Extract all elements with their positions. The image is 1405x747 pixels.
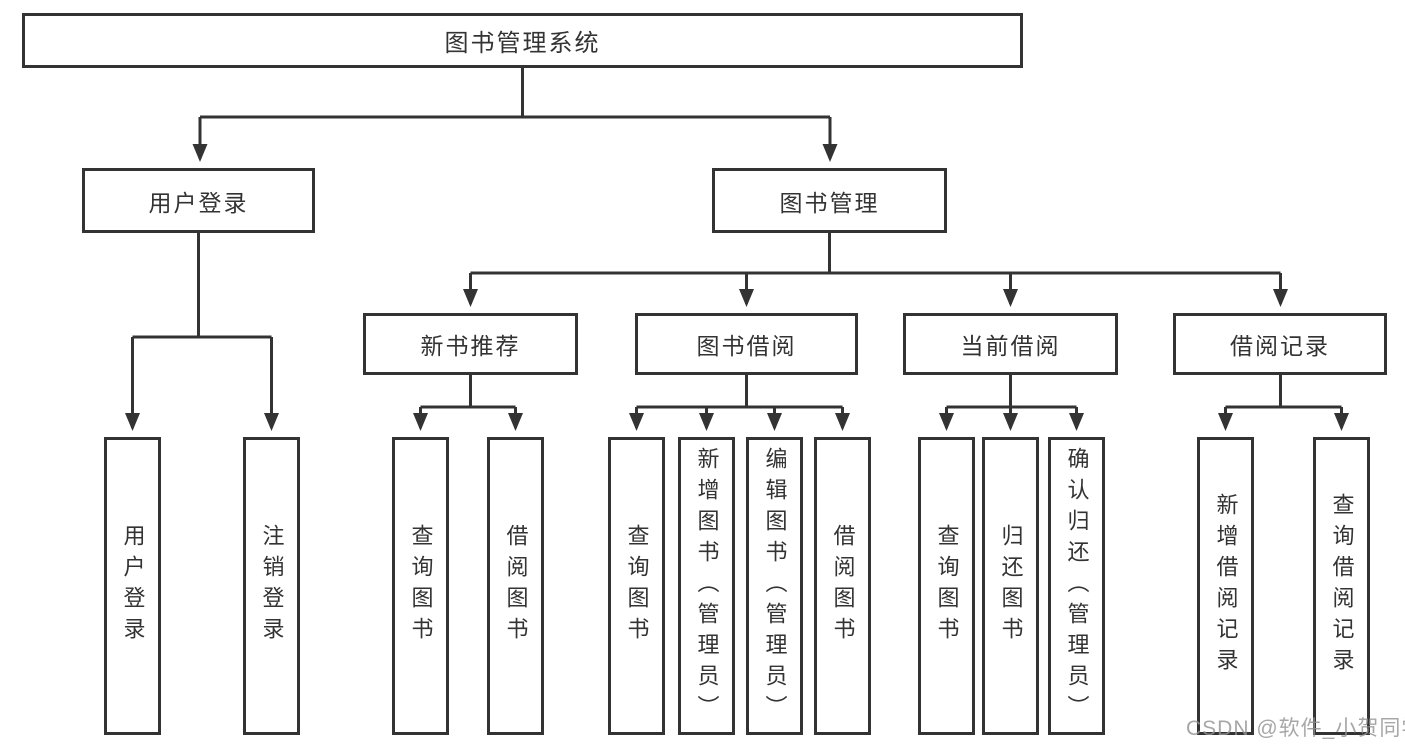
node-label: 图书借阅 bbox=[696, 333, 797, 359]
node-label: 查询图书 bbox=[934, 524, 960, 648]
node-book-management: 图书管理 bbox=[712, 168, 947, 233]
node-label: 当前借阅 bbox=[960, 333, 1061, 359]
leaf-query-books-borrowing: 查询图书 bbox=[608, 437, 665, 735]
leaf-query-books-current: 查询图书 bbox=[918, 437, 975, 735]
node-label: 编辑图书（管理员） bbox=[762, 446, 788, 726]
node-label: 新书推荐 bbox=[420, 333, 521, 359]
leaf-edit-book-admin: 编辑图书（管理员） bbox=[746, 437, 803, 735]
node-label: 用户登录 bbox=[120, 524, 146, 648]
node-label: 图书管理系统 bbox=[444, 30, 601, 57]
leaf-logout: 注销登录 bbox=[243, 437, 300, 735]
node-borrowing-records: 借阅记录 bbox=[1173, 313, 1387, 375]
leaf-confirm-return-admin: 确认归还（管理员） bbox=[1048, 437, 1105, 735]
node-label: 新增图书（管理员） bbox=[694, 446, 720, 726]
node-label: 新增借阅记录 bbox=[1213, 493, 1239, 679]
node-library-system: 图书管理系统 bbox=[22, 13, 1023, 68]
node-new-book-recommend: 新书推荐 bbox=[363, 313, 578, 375]
leaf-return-books: 归还图书 bbox=[982, 437, 1039, 735]
node-label: 查询借阅记录 bbox=[1329, 493, 1355, 679]
leaf-borrow-books-recommend: 借阅图书 bbox=[487, 437, 544, 735]
leaf-query-books-recommend: 查询图书 bbox=[392, 437, 449, 735]
node-label: 借阅图书 bbox=[830, 524, 856, 648]
node-label: 借阅图书 bbox=[503, 524, 529, 648]
node-label: 归还图书 bbox=[998, 524, 1024, 648]
node-label: 查询图书 bbox=[624, 524, 650, 648]
leaf-borrow-books: 借阅图书 bbox=[814, 437, 871, 735]
leaf-user-login: 用户登录 bbox=[104, 437, 161, 735]
node-label: 用户登录 bbox=[148, 189, 249, 216]
node-label: 确认归还（管理员） bbox=[1064, 446, 1090, 726]
node-label: 借阅记录 bbox=[1230, 333, 1330, 359]
node-current-borrowing: 当前借阅 bbox=[903, 313, 1118, 375]
leaf-add-book-admin: 新增图书（管理员） bbox=[678, 437, 735, 735]
leaf-query-borrow-record: 查询借阅记录 bbox=[1313, 437, 1370, 735]
leaf-add-borrow-record: 新增借阅记录 bbox=[1197, 437, 1254, 735]
node-label: 查询图书 bbox=[408, 524, 434, 648]
node-user-login: 用户登录 bbox=[82, 168, 315, 233]
node-label: 注销登录 bbox=[259, 524, 285, 648]
node-label: 图书管理 bbox=[779, 189, 880, 216]
node-book-borrowing: 图书借阅 bbox=[635, 313, 858, 375]
csdn-watermark: CSDN @软件_小贺同学 bbox=[1186, 717, 1405, 740]
